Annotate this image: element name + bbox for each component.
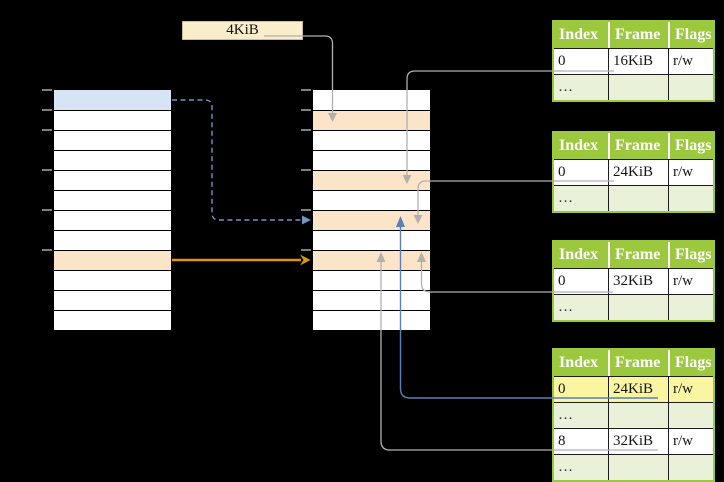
virtual-memory-cell-8 [54, 250, 171, 270]
page-table-header-cell: Index [554, 350, 608, 376]
virtual-memory-column [53, 89, 172, 331]
page-table-header-cell: Flags [668, 133, 713, 159]
physical-memory-cell-1 [313, 110, 430, 130]
page-table-cell: r/w [668, 48, 713, 74]
page-table-cell: … [554, 402, 608, 428]
physical-memory-cell-8 [313, 250, 430, 270]
address-tick [42, 249, 52, 251]
page-table-header-cell: Frame [608, 22, 668, 48]
physical-memory-cell-6 [313, 210, 430, 230]
page-table-cell: 0 [554, 376, 608, 402]
page-table-cell: 0 [554, 268, 608, 294]
page-table-header-cell: Flags [668, 242, 713, 268]
page-table-cell [608, 185, 668, 211]
virtual-memory-cell-9 [54, 270, 171, 290]
page-table-cell: 0 [554, 159, 608, 185]
page-table-cell: … [554, 185, 608, 211]
page-table-header-cell: Frame [608, 242, 668, 268]
page-table-cell: r/w [668, 428, 713, 454]
virtual-page-mapping-arrow-dashed [172, 99, 311, 225]
page-table-cell: 24KiB [608, 376, 668, 402]
address-tick [301, 129, 311, 131]
address-tick [42, 169, 52, 171]
page-table-cell [608, 454, 668, 480]
physical-memory-column [312, 89, 431, 331]
physical-memory-cell-11 [313, 310, 430, 330]
address-tick [42, 109, 52, 111]
virtual-memory-cell-10 [54, 290, 171, 310]
page-table-header-cell: Index [554, 133, 608, 159]
physical-memory-cell-0 [313, 90, 430, 110]
virtual-memory-cell-4 [54, 170, 171, 190]
page-table-cell [668, 454, 713, 480]
physical-memory-cell-10 [313, 290, 430, 310]
address-tick [42, 89, 52, 91]
page-table-cell [668, 294, 713, 320]
page-table-header-cell: Index [554, 242, 608, 268]
page-table-cell [608, 74, 668, 100]
page-table-cell: … [554, 454, 608, 480]
page-table-header-cell: Frame [608, 350, 668, 376]
page-table-cell: 32KiB [608, 268, 668, 294]
page-table-header-cell: Index [554, 22, 608, 48]
page-table-cell: 24KiB [608, 159, 668, 185]
address-tick [301, 249, 311, 251]
address-tick [301, 89, 311, 91]
address-tick [301, 209, 311, 211]
page-size-label: 4KiB [182, 21, 303, 40]
page-table-cell [608, 294, 668, 320]
page-table-header-cell: Frame [608, 133, 668, 159]
virtual-memory-cell-6 [54, 210, 171, 230]
page-table-header-cell: Flags [668, 350, 713, 376]
physical-memory-cell-7 [313, 230, 430, 250]
address-tick [42, 209, 52, 211]
page-table-cell [668, 185, 713, 211]
page-table-header-cell: Flags [668, 22, 713, 48]
virtual-memory-cell-1 [54, 110, 171, 130]
page-table-cell: 16KiB [608, 48, 668, 74]
physical-memory-cell-4 [313, 170, 430, 190]
virtual-page-mapping-arrow-orange [172, 254, 311, 266]
page-table-cell: … [554, 294, 608, 320]
address-tick [301, 109, 311, 111]
physical-memory-cell-2 [313, 130, 430, 150]
virtual-memory-cell-11 [54, 310, 171, 330]
physical-memory-cell-3 [313, 150, 430, 170]
virtual-memory-cell-2 [54, 130, 171, 150]
page-table-cell [668, 402, 713, 428]
page-table-cell: 8 [554, 428, 608, 454]
page-table-cell: r/w [668, 159, 713, 185]
page-table-cell: r/w [668, 268, 713, 294]
page-table-cell: r/w [668, 376, 713, 402]
page-table-cell: … [554, 74, 608, 100]
page-table-cell: 0 [554, 48, 608, 74]
virtual-memory-cell-5 [54, 190, 171, 210]
address-tick [42, 129, 52, 131]
address-tick [301, 169, 311, 171]
virtual-memory-address-ticks [42, 89, 52, 331]
virtual-memory-cell-3 [54, 150, 171, 170]
physical-memory-cell-9 [313, 270, 430, 290]
page-table-cell [668, 74, 713, 100]
page-table-cell [608, 402, 668, 428]
virtual-memory-cell-0 [54, 90, 171, 110]
page-table-cell: 32KiB [608, 428, 668, 454]
virtual-memory-cell-7 [54, 230, 171, 250]
physical-memory-address-ticks [301, 89, 311, 331]
physical-memory-cell-5 [313, 190, 430, 210]
